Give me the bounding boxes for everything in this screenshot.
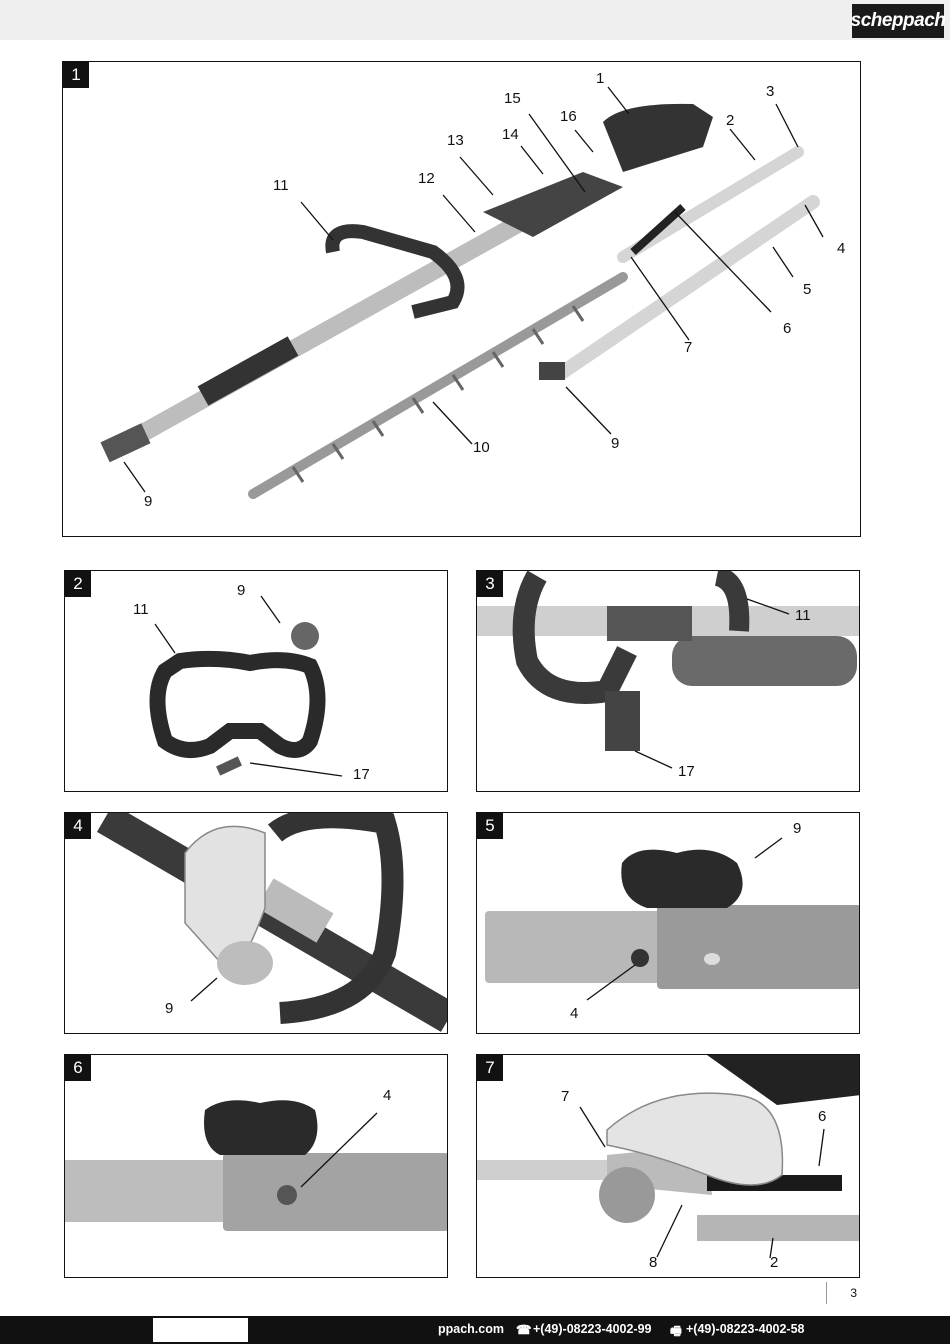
callout-label: 5 <box>803 281 812 298</box>
figure-3: 3 11 17 <box>476 570 860 792</box>
figure-1: 1 <box>62 61 861 537</box>
callout-label: 10 <box>473 439 490 456</box>
figure-5: 5 9 4 <box>476 812 860 1034</box>
figure-1-illustration <box>100 86 824 499</box>
figure-number: 4 <box>65 813 91 839</box>
callout-label: 2 <box>726 112 735 129</box>
callout-label: 4 <box>570 1005 579 1022</box>
footer-phone: +(49)-08223-4002-99 <box>533 1322 652 1336</box>
brand-logo: scheppach <box>851 4 946 38</box>
figure-5-illustration <box>485 837 859 1001</box>
callout-label: 6 <box>818 1108 827 1125</box>
figure-7-illustration <box>477 1055 859 1259</box>
figure-7: 7 7 6 8 2 <box>476 1054 860 1278</box>
figure-number: 5 <box>477 813 503 839</box>
callout-label: 7 <box>561 1088 570 1105</box>
callout-label: 2 <box>770 1254 779 1271</box>
figure-number: 7 <box>477 1055 503 1081</box>
page-number: 3 <box>826 1282 857 1304</box>
callout-label: 8 <box>649 1254 658 1271</box>
callout-label: 9 <box>237 582 246 599</box>
callout-label: 11 <box>133 601 149 618</box>
callout-label: 13 <box>447 132 464 149</box>
callout-label: 12 <box>418 170 435 187</box>
callout-label: 9 <box>611 435 620 452</box>
callout-label: 11 <box>273 177 289 194</box>
figure-3-illustration <box>477 571 859 769</box>
callout-label: 14 <box>502 126 519 143</box>
callout-label: 3 <box>766 83 775 100</box>
figure-6: 6 4 <box>64 1054 448 1278</box>
callout-label: 9 <box>165 1000 174 1017</box>
footer-fax: +(49)-08223-4002-58 <box>686 1322 805 1336</box>
footer-bar: ppach.com ☎ +(49)-08223-4002-99 🖷 +(49)-… <box>0 1316 950 1344</box>
callout-label: 7 <box>684 339 693 356</box>
callout-label: 16 <box>560 108 577 125</box>
callout-label: 1 <box>596 70 605 87</box>
figure-6-illustration <box>65 1100 447 1231</box>
fax-icon: 🖷 <box>670 1324 682 1338</box>
footer-blank-box <box>153 1318 248 1342</box>
callout-label: 11 <box>795 607 811 624</box>
figure-4-illustration <box>96 813 447 1032</box>
figure-2: 2 11 9 17 <box>64 570 448 792</box>
figure-number: 6 <box>65 1055 91 1081</box>
figure-2-illustration <box>149 595 343 777</box>
figure-number: 2 <box>65 571 91 597</box>
callout-label: 9 <box>144 493 153 510</box>
callout-label: 4 <box>383 1087 392 1104</box>
callout-label: 17 <box>353 766 370 783</box>
figure-number: 1 <box>63 62 89 88</box>
callout-label: 17 <box>678 763 695 780</box>
callout-label: 15 <box>504 90 521 107</box>
phone-icon: ☎ <box>516 1323 532 1337</box>
callout-label: 6 <box>783 320 792 337</box>
figure-number: 3 <box>477 571 503 597</box>
callout-label: 4 <box>837 240 846 257</box>
callout-label: 9 <box>793 820 802 837</box>
header-band <box>0 0 950 40</box>
figure-4: 4 9 <box>64 812 448 1034</box>
footer-website: ppach.com <box>438 1322 504 1336</box>
